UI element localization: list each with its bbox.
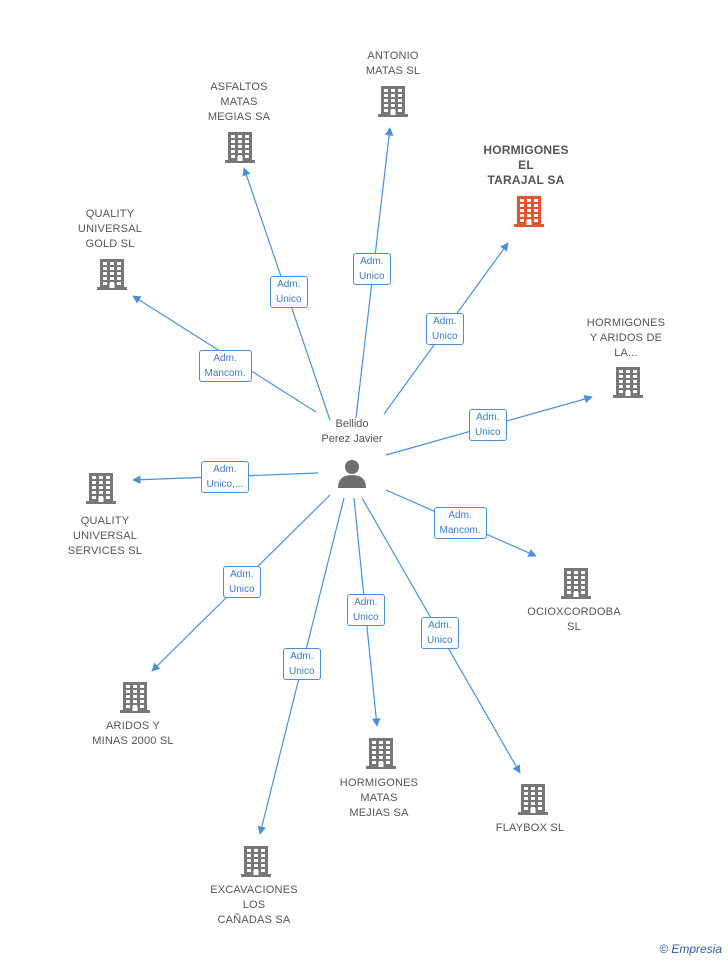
company-label-hormigones-y-aridos[interactable]: HORMIGONES Y ARIDOS DE LA...: [586, 317, 666, 359]
building-icon[interactable]: [366, 738, 396, 769]
relation-badge[interactable]: Adm. Unico: [353, 253, 391, 285]
company-label-hormigones-el-tarajal[interactable]: HORMIGONES EL TARAJAL SA: [483, 143, 569, 187]
copyright-icon: ©: [659, 942, 669, 956]
company-label-quality-universal-services[interactable]: QUALITY UNIVERSAL SERVICES SL: [67, 515, 143, 557]
company-label-asfaltos-matas-megias[interactable]: ASFALTOS MATAS MEGIAS SA: [207, 81, 271, 123]
relation-badge[interactable]: Adm. Unico: [223, 566, 261, 598]
building-icon[interactable]: [514, 196, 544, 227]
building-icon[interactable]: [225, 132, 255, 163]
building-icon[interactable]: [97, 259, 127, 290]
relation-badge[interactable]: Adm. Mancom.: [433, 507, 487, 539]
relation-badge[interactable]: Adm. Unico: [347, 594, 385, 626]
company-label-quality-universal-gold[interactable]: QUALITY UNIVERSAL GOLD SL: [77, 208, 143, 250]
company-label-flaybox[interactable]: FLAYBOX SL: [495, 822, 565, 834]
relation-badge[interactable]: Adm. Unico: [270, 276, 308, 308]
company-label-excavaciones-los-canadas[interactable]: EXCAVACIONES LOS CAÑADAS SA: [210, 884, 298, 926]
person-icon[interactable]: [338, 460, 366, 488]
building-icon[interactable]: [561, 568, 591, 599]
building-icon[interactable]: [613, 367, 643, 398]
person-name: Bellido Perez Javier: [321, 418, 383, 445]
relation-badge[interactable]: Adm. Unico: [469, 409, 507, 441]
building-icon[interactable]: [518, 784, 548, 815]
building-icon[interactable]: [241, 846, 271, 877]
building-icon[interactable]: [86, 473, 116, 504]
relation-badge[interactable]: Adm. Unico,...: [200, 461, 250, 493]
company-label-antonio-matas[interactable]: ANTONIO MATAS SL: [365, 50, 421, 77]
relation-badge[interactable]: Adm. Unico: [421, 617, 459, 649]
relation-badge[interactable]: Adm. Mancom.: [198, 350, 252, 382]
empresia-watermark: ©Empresia: [659, 942, 722, 956]
relation-badge[interactable]: Adm. Unico: [426, 313, 464, 345]
company-label-hormigones-matas-mejias[interactable]: HORMIGONES MATAS MEJIAS SA: [339, 777, 419, 819]
company-label-ocioxcordoba[interactable]: OCIOXCORDOBA SL: [527, 606, 621, 633]
brand-name: Empresia: [671, 942, 722, 956]
relation-badge[interactable]: Adm. Unico: [283, 648, 321, 680]
building-icon[interactable]: [120, 682, 150, 713]
building-icon[interactable]: [378, 86, 408, 117]
company-label-aridos-y-minas[interactable]: ARIDOS Y MINAS 2000 SL: [92, 720, 174, 747]
